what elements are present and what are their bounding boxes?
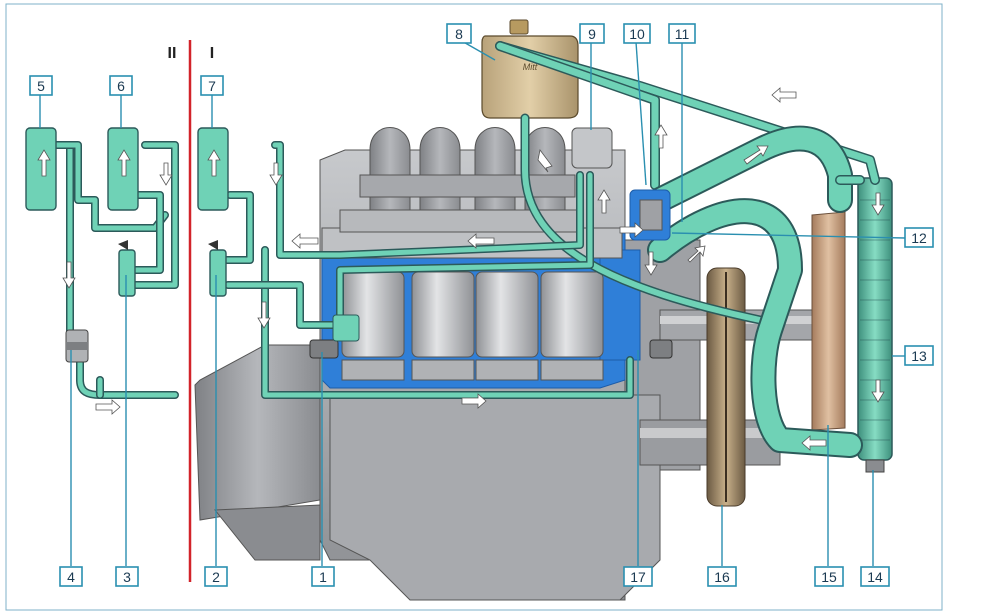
callout-4: 4	[59, 566, 83, 587]
callout-15-label: 15	[821, 569, 837, 585]
radiator	[857, 177, 893, 473]
callout-9: 9	[579, 23, 605, 44]
intake-manifold	[339, 127, 581, 233]
callout-7-label: 7	[208, 78, 216, 94]
callout-11-label: 11	[675, 26, 690, 42]
callout-5: 5	[29, 75, 53, 96]
callout-8-label: 8	[455, 26, 463, 42]
callout-6-label: 6	[117, 78, 125, 94]
callout-12: 12	[904, 227, 934, 248]
callout-16: 16	[707, 566, 737, 587]
flow-arrows	[37, 87, 885, 451]
callout-13: 13	[904, 345, 934, 366]
solenoid-valve	[65, 329, 89, 363]
callout-2-label: 2	[212, 569, 220, 585]
callout-7: 7	[200, 75, 224, 96]
callout-6: 6	[109, 75, 133, 96]
pulley	[706, 267, 746, 507]
section-label-ii: II	[168, 45, 177, 62]
coolant-pipes	[51, 41, 880, 458]
cylinders	[341, 271, 604, 381]
callout-2: 2	[204, 566, 228, 587]
callout-11: 11	[668, 23, 696, 44]
tank-logo: Mitt	[523, 62, 538, 72]
callout-8: 8	[446, 23, 472, 44]
callout-5-label: 5	[37, 78, 45, 94]
callout-10-label: 10	[629, 26, 645, 42]
callout-3-label: 3	[123, 569, 131, 585]
callout-3: 3	[115, 566, 139, 587]
fan	[811, 211, 846, 431]
callout-13-label: 13	[911, 348, 927, 364]
section-label-i: I	[210, 45, 214, 62]
callout-17: 17	[623, 566, 653, 587]
heater-taps	[118, 240, 227, 297]
callout-14: 14	[860, 566, 890, 587]
callout-9-label: 9	[588, 26, 596, 42]
temperature-sensors	[309, 314, 673, 359]
heater-radiators	[25, 127, 229, 211]
callout-1-label: 1	[319, 569, 327, 585]
callout-4-label: 4	[67, 569, 75, 585]
callout-14-label: 14	[867, 569, 883, 585]
callout-1: 1	[311, 566, 335, 587]
callout-15: 15	[814, 566, 844, 587]
diagram-frame	[5, 3, 943, 611]
callout-12-label: 12	[911, 230, 927, 246]
leader-lines	[39, 39, 906, 566]
callout-17-label: 17	[630, 569, 646, 585]
callout-16-label: 16	[714, 569, 730, 585]
callout-10: 10	[623, 23, 651, 44]
